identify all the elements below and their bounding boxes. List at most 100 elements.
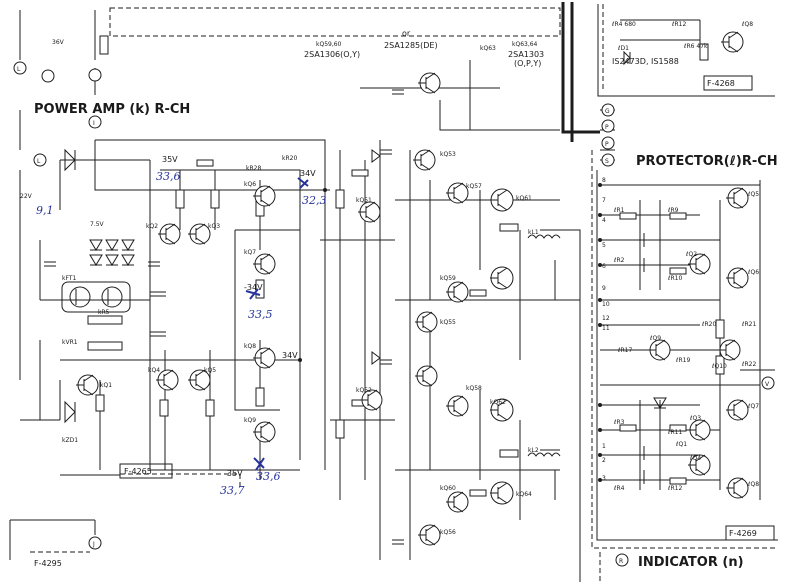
ref-lq6: ℓQ6 (747, 269, 759, 276)
conn-s: S (605, 158, 609, 165)
ref-lr11: ℓR11 (667, 429, 682, 436)
pin-10: 10 (602, 301, 610, 308)
transistor-kq57 (446, 182, 469, 204)
hand-note-3: 9,1 (36, 204, 54, 217)
conn-j: J (92, 541, 95, 548)
ref-lq10: ℓQ10 (711, 363, 727, 370)
transistor-kq2 (158, 223, 181, 245)
ref-lr9: ℓR9 (667, 207, 679, 214)
transistor-lq3 (688, 419, 711, 441)
board-label-f4268: F-4268 (707, 79, 735, 88)
transistor-lq8 (726, 477, 749, 499)
label-ref-a: kQ59,60 (316, 41, 342, 48)
hand-marks (245, 177, 309, 471)
volt-35-bot: -35V (224, 469, 243, 478)
transistor-lq6 (726, 267, 749, 289)
transistor-kq4 (156, 369, 179, 391)
ref-kl2: kL2 (528, 447, 539, 454)
volt-34-mid: -34V (244, 283, 263, 292)
transistor-kq58 (446, 395, 469, 417)
board-box-f4269: F-4269 (725, 525, 775, 541)
ref-kq53: kQ53 (440, 151, 456, 158)
transistor-lq7 (726, 399, 749, 421)
hand-note-4: 33,5 (248, 308, 273, 321)
ref-lr17: ℓR17 (617, 347, 632, 354)
pin-3: 3 (602, 475, 606, 482)
ref-lr19: ℓR19 (675, 357, 690, 364)
board-box-f4268: F-4268 (703, 75, 753, 91)
ref-kq52: kQ52 (356, 387, 372, 394)
transistor-kq9 (253, 421, 276, 443)
transistor-lq5 (726, 187, 749, 209)
ref-lr21: ℓR21 (741, 321, 756, 328)
transistor-kq5 (188, 369, 211, 391)
label-lr6-top: ℓR6 47k (683, 43, 708, 50)
conn-g: G (605, 108, 610, 115)
conn-l-mid: L (37, 158, 41, 165)
board-label-f4295: F-4295 (34, 559, 62, 568)
ref-kq3: kQ3 (208, 223, 220, 230)
connector-circles (13, 61, 775, 567)
transistor-kq55b (415, 365, 438, 387)
ref-kq51: kQ51 (356, 197, 372, 204)
transistor-kq61 (490, 188, 514, 212)
ref-kq2: kQ2 (146, 223, 158, 230)
diodes (64, 50, 667, 424)
ref-kq9: kQ9 (244, 417, 256, 424)
transistor-kq59 (446, 281, 469, 303)
pin-1: 1 (602, 443, 606, 450)
ref-kq59: kQ59 (440, 275, 456, 282)
transistor-lq2 (688, 253, 711, 275)
pin-12: 12 (602, 315, 610, 322)
pin-9: 9 (602, 285, 606, 292)
transistor-lq4 (688, 454, 711, 476)
label-part-b: 2SA1285(DE) (384, 41, 438, 50)
ref-kzd1: kZD1 (62, 437, 78, 444)
ref-kq56: kQ56 (440, 529, 456, 536)
pin-dots (298, 183, 602, 482)
ref-kr5: kR5 (98, 309, 110, 316)
ref-kvr1: kVR1 (62, 339, 78, 346)
label-ref-b: kQ63,64 (512, 41, 538, 48)
ref-kq58: kQ58 (466, 385, 482, 392)
ref-lq8: ℓQ8 (747, 481, 759, 488)
label-lq8-top: ℓQ8 (741, 21, 753, 28)
ref-lq9: ℓQ9 (649, 335, 661, 342)
conn-i: I (93, 120, 95, 127)
pin-7: 7 (602, 197, 606, 204)
transistor-kq8 (253, 347, 276, 369)
transistor-kq61b (490, 266, 514, 290)
transistor-kq51 (358, 201, 381, 223)
ref-kr20: kR20 (282, 155, 297, 162)
ref-kl1: kL1 (528, 229, 539, 236)
hand-note-2: 32,3 (302, 194, 327, 207)
inductors (527, 234, 561, 457)
power-amp-title: POWER AMP (k) R-CH (34, 102, 190, 117)
ref-kq6: kQ6 (244, 181, 256, 188)
pin-8: 8 (602, 177, 606, 184)
transistor-kq3 (188, 223, 211, 245)
ref-kq61: kQ61 (516, 195, 532, 202)
volt-75: 7.5V (90, 221, 105, 228)
ref-lr12: ℓR12 (667, 485, 682, 492)
transistors (76, 31, 749, 546)
transistor-kq56 (418, 524, 441, 546)
ref-kq4: kQ4 (148, 367, 160, 374)
transistor-lq9 (648, 339, 671, 361)
board-box-f4265: F-4265 (119, 463, 173, 479)
label-ic: IS2473D, IS1588 (612, 57, 679, 66)
pin-5: 5 (602, 242, 606, 249)
pin-2: 2 (602, 457, 606, 464)
conn-p1: P (605, 124, 609, 131)
fet-pair (61, 281, 131, 313)
volt-34-top: 34V (300, 169, 316, 178)
ref-kq57: kQ57 (466, 183, 482, 190)
conn-p2: P (605, 141, 609, 148)
volt-36: 36V (52, 39, 65, 46)
ref-kr28: kR28 (246, 165, 261, 172)
ref-kq1: kQ1 (100, 382, 112, 389)
passive-parts (44, 35, 725, 545)
hand-note-1: 33,6 (156, 170, 181, 183)
pin-11: 11 (602, 325, 610, 332)
